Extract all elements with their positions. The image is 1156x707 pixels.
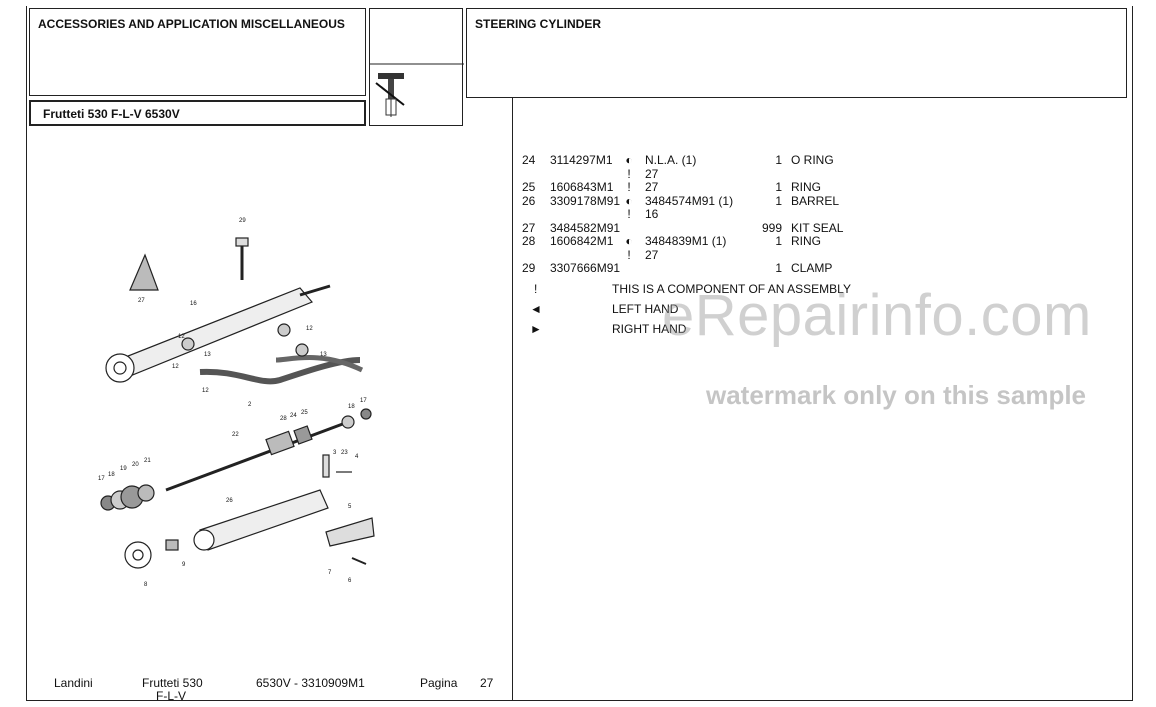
callout-26: 26: [226, 498, 233, 504]
quantity: 1: [775, 261, 782, 275]
assembly-icon: !: [627, 180, 631, 194]
section-title-box: ACCESSORIES AND APPLICATION MISCELLANEOU…: [29, 8, 366, 96]
callout-5: 5: [348, 504, 352, 510]
callout-27: 27: [138, 298, 145, 304]
section-title: ACCESSORIES AND APPLICATION MISCELLANEOU…: [38, 17, 345, 31]
assembly-ref: 27: [645, 247, 659, 262]
part-note: 3484574M91 (1): [645, 193, 734, 208]
quantity: 999: [761, 220, 782, 235]
callout-16: 16: [190, 301, 197, 307]
legend-text: RIGHT HAND: [612, 322, 687, 336]
legend-text: THIS IS A COMPONENT OF AN ASSEMBLY: [612, 282, 851, 296]
footer-brand: Landini: [54, 676, 93, 690]
assembly-ref: 27: [645, 166, 659, 181]
callout-6: 6: [348, 578, 352, 584]
page-bottom-border: [26, 700, 1133, 701]
description: BARREL: [791, 193, 840, 208]
callout-2: 2: [248, 402, 252, 408]
assembly-icon: !: [627, 166, 631, 181]
quantity: 1: [775, 234, 782, 248]
model-title: Frutteti 530 F-L-V 6530V: [43, 107, 180, 121]
callout-18: 18: [348, 404, 355, 410]
callout-12: 12: [178, 334, 185, 340]
callout-24: 24: [290, 413, 297, 419]
assembly-ref: 16: [645, 207, 659, 221]
description: RING: [791, 234, 821, 248]
callout-12: 12: [306, 326, 313, 332]
ref-number: 29: [522, 261, 536, 275]
callout-13: 13: [320, 352, 327, 358]
part-number: 1606842M1: [550, 234, 614, 248]
ref-number: 25: [522, 180, 536, 194]
callout-13: 13: [204, 352, 211, 358]
page-right-border: [1132, 6, 1133, 700]
right-arrow-icon: ►: [530, 322, 542, 336]
callout-4: 4: [355, 454, 359, 460]
group-icon-box: [369, 8, 464, 126]
assembly-icon: !: [627, 247, 631, 262]
description: KIT SEAL: [791, 220, 844, 235]
group-title-box: STEERING CYLINDER: [466, 8, 1127, 98]
part-number: 3309178M91: [550, 193, 621, 208]
ref-number: 24: [522, 153, 536, 167]
callout-17: 17: [360, 398, 367, 404]
footer-model-line1: Frutteti 530: [142, 676, 203, 690]
watermark-note: watermark only on this sample: [706, 380, 1087, 410]
callout-25: 25: [301, 410, 308, 416]
callout-23: 23: [341, 450, 348, 456]
model-box: Frutteti 530 F-L-V 6530V: [29, 100, 366, 126]
exploded-parts-diagram: 29 27 16 12 13 12 13 12 12 2 18 17 28 24…: [98, 218, 375, 588]
callout-19: 19: [120, 466, 127, 472]
replacement-icon: ◐: [625, 153, 633, 167]
part-number: 3484582M91: [550, 220, 621, 235]
callout-18: 18: [108, 472, 115, 478]
ref-number: 27: [522, 220, 536, 235]
callout-12: 12: [202, 388, 209, 394]
footer-model-line2: F-L-V: [156, 689, 186, 703]
callout-12: 12: [172, 364, 179, 370]
page-left-border: [26, 6, 27, 700]
part-number: 3114297M1: [550, 153, 613, 167]
callout-7: 7: [328, 570, 332, 576]
footer-page-label: Pagina: [420, 676, 458, 690]
description: RING: [791, 180, 821, 194]
part-note: 27: [645, 180, 659, 194]
quantity: 1: [775, 193, 782, 208]
part-note: N.L.A. (1): [645, 153, 697, 167]
assembly-icon: !: [627, 207, 631, 221]
replacement-icon: ◐: [625, 193, 633, 208]
assembly-icon: !: [534, 282, 538, 296]
replacement-icon: ◐: [625, 234, 633, 248]
quantity: 1: [775, 180, 782, 194]
steering-cylinder-icon: [370, 63, 464, 117]
ref-number: 28: [522, 234, 536, 248]
callout-22: 22: [232, 432, 239, 438]
footer-code: 6530V - 3310909M1: [256, 676, 365, 690]
part-number: 1606843M1: [550, 180, 614, 194]
callout-17: 17: [98, 476, 105, 482]
callout-3: 3: [333, 450, 337, 456]
group-title: STEERING CYLINDER: [475, 17, 602, 31]
callout-28: 28: [280, 416, 287, 422]
left-arrow-icon: ◄: [530, 302, 542, 316]
part-number: 3307666M91: [550, 261, 621, 275]
callout-20: 20: [132, 462, 139, 468]
footer-page-number: 27: [480, 676, 494, 690]
ref-number: 26: [522, 193, 536, 208]
callout-9: 9: [182, 562, 186, 568]
watermark-site: eRepairinfo.com: [662, 283, 1092, 348]
quantity: 1: [775, 153, 782, 167]
legend-text: LEFT HAND: [612, 302, 679, 316]
part-note: 3484839M1 (1): [645, 234, 727, 248]
callout-8: 8: [144, 582, 148, 588]
description: O RING: [791, 153, 834, 167]
description: CLAMP: [791, 261, 833, 275]
column-divider: [512, 98, 513, 700]
callout-29: 29: [239, 218, 246, 224]
callout-21: 21: [144, 458, 151, 464]
